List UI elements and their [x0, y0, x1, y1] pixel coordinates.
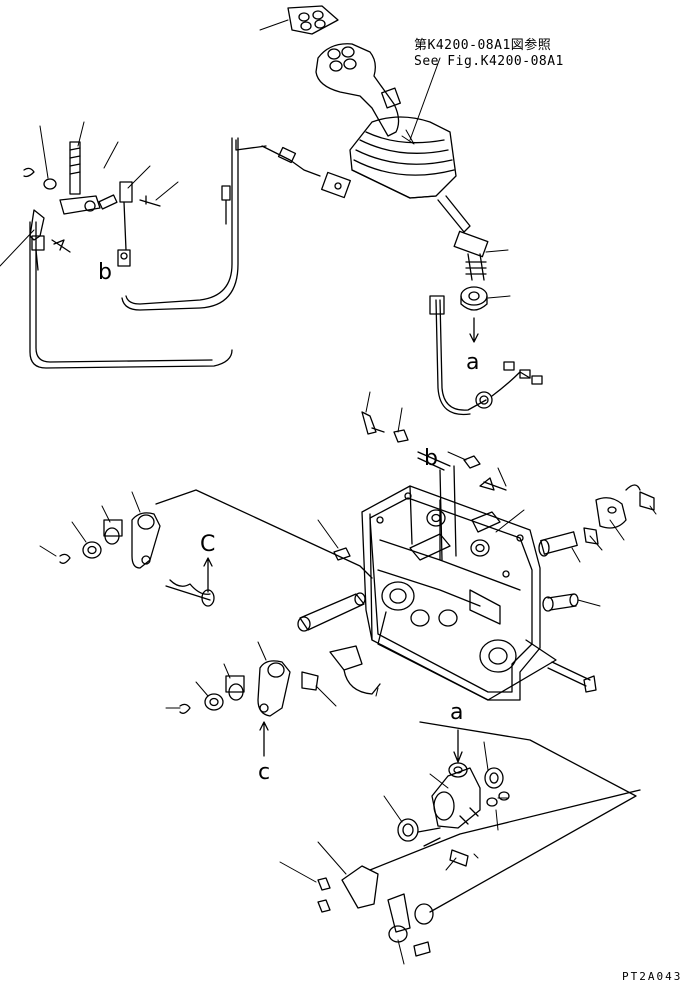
- link-line-lower-2: [420, 722, 636, 912]
- lever-knob: [316, 44, 400, 136]
- upper-bolts: [362, 412, 506, 490]
- knob-cap: [288, 6, 338, 34]
- lower-bracket: [318, 866, 433, 956]
- switch-harness: [430, 296, 542, 414]
- lever-rod: [438, 196, 488, 280]
- reference-note-en: See Fig.K4200-08A1: [414, 54, 564, 69]
- upper-lever-arm: [60, 513, 214, 606]
- view-label-c-bottom: c: [258, 760, 271, 785]
- view-label-a-bottom: a: [450, 700, 464, 725]
- spool: [298, 593, 365, 631]
- right-pins: [539, 485, 654, 692]
- drawing-code: PT2A043: [622, 970, 683, 983]
- lower-valve: [398, 763, 509, 866]
- link-line-upper: [156, 490, 372, 578]
- small-nut: [334, 548, 350, 560]
- lever-nut: [461, 287, 487, 310]
- upper-linkage: [24, 142, 160, 270]
- reference-note-jp: 第K4200-08A1図参照: [414, 38, 552, 53]
- lower-lever-arm: [180, 661, 290, 716]
- view-label-a-top: a: [466, 350, 480, 375]
- view-label-b-right: b: [424, 446, 438, 471]
- arrow-to-a-bottom: [454, 730, 462, 762]
- link-line-lower: [370, 790, 640, 870]
- arrow-to-C: [204, 558, 212, 592]
- valve-housing: [362, 466, 540, 700]
- view-label-C-top: C: [200, 532, 216, 557]
- control-cable: [30, 138, 350, 368]
- detent-cam: [302, 646, 380, 694]
- arrow-to-a-top: [470, 318, 478, 342]
- leader-lines: [0, 20, 656, 964]
- base-plate: [378, 612, 556, 700]
- arrow-to-c: [260, 722, 268, 756]
- lever-boot: [350, 117, 456, 198]
- view-label-b-left: b: [98, 260, 112, 285]
